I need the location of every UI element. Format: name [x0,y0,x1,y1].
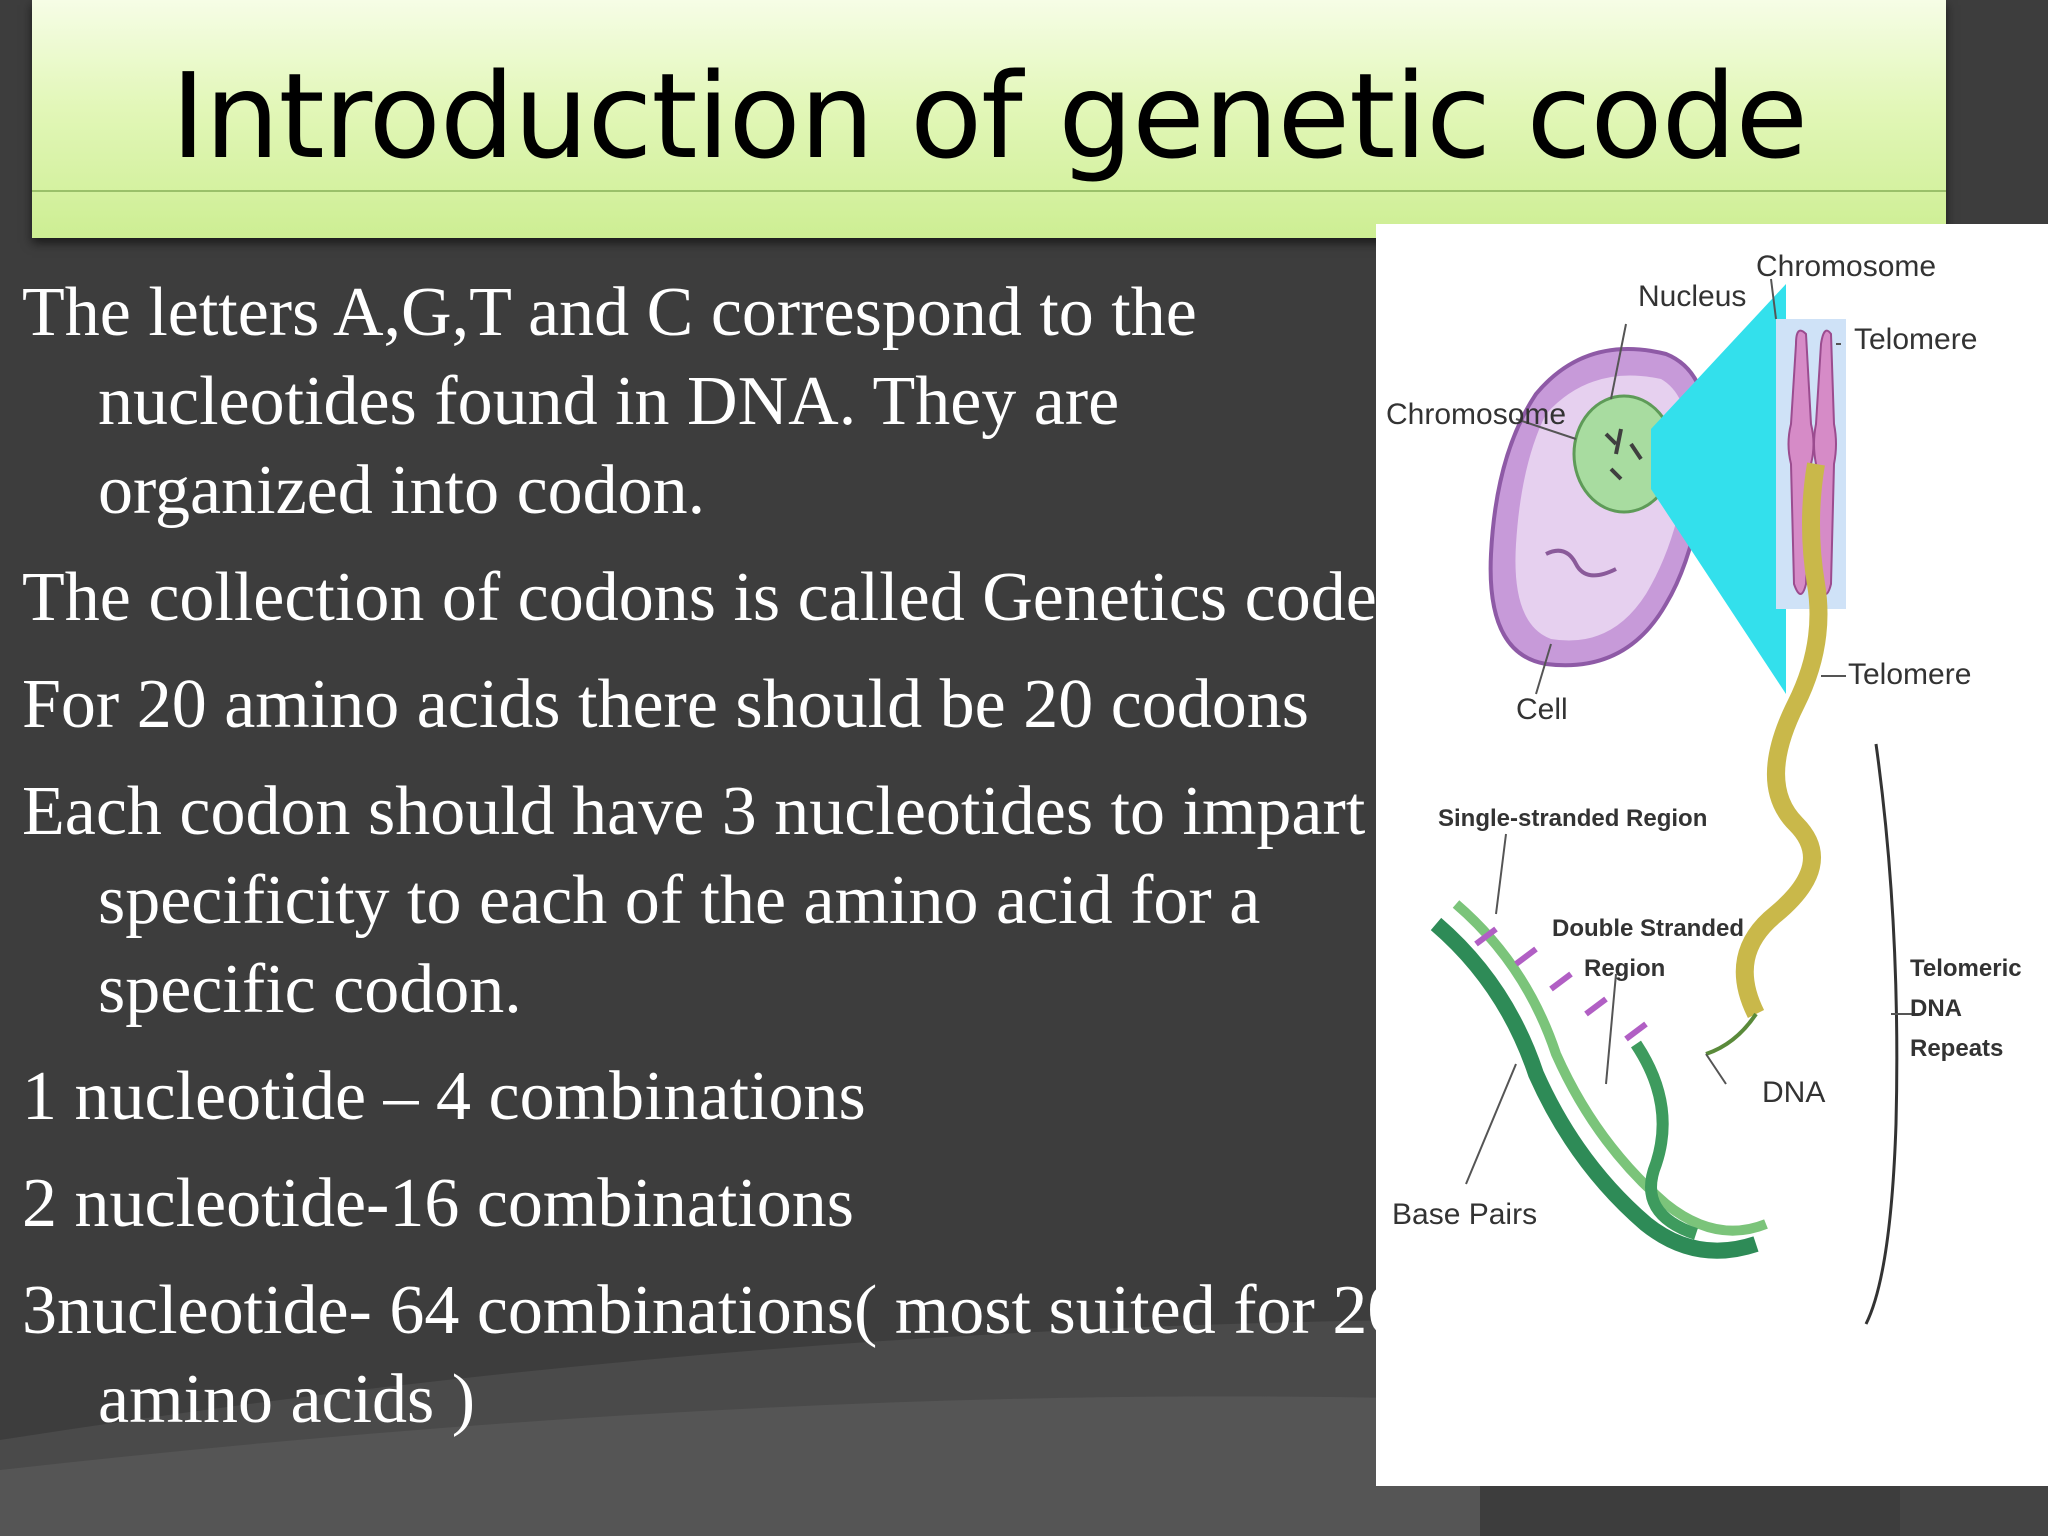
label-telomere-mid: Telomere [1848,658,1971,691]
slide-body: The letters A,G,T and C correspond to th… [22,268,1402,1462]
label-double-stranded-2: Region [1584,955,1665,982]
bullet-4: Each codon should have 3 nucleotides to … [22,773,1366,1028]
label-chromosome-top: Chromosome [1756,250,1936,283]
label-double-stranded-1: Double Stranded [1552,915,1744,942]
zoom-cone [1651,284,1786,694]
bullet-6: 2 nucleotide-16 combinations [22,1165,855,1242]
title-divider [32,190,1946,192]
bullet-5: 1 nucleotide – 4 combinations [22,1058,866,1135]
label-single-stranded: Single-stranded Region [1438,805,1707,832]
bullet-1: The letters A,G,T and C correspond to th… [22,274,1197,529]
bullet-2: The collection of codons is called Genet… [22,559,1395,636]
label-cell: Cell [1516,693,1568,726]
dna-figure: Chromosome Nucleus Telomere Chromosome C… [1376,224,2048,1486]
label-telomeric-2: DNA [1910,995,1962,1022]
bracket [1864,743,1899,1325]
bullet-7: 3nucleotide- 64 combinations( most suite… [22,1272,1403,1438]
label-nucleus: Nucleus [1638,280,1746,313]
label-telomere-top: Telomere [1854,323,1977,356]
telomere-strand [1735,462,1828,1019]
dna-helix [1430,917,1759,1259]
bullet-3: For 20 amino acids there should be 20 co… [22,666,1310,743]
slide-title: Introduction of genetic code [170,47,1808,185]
label-chromosome-left: Chromosome [1386,398,1566,431]
label-dna: DNA [1762,1076,1825,1109]
label-base-pairs: Base Pairs [1392,1198,1537,1231]
dna-diagram: Chromosome Nucleus Telomere Chromosome C… [1386,250,2022,1325]
label-telomeric-1: Telomeric [1910,955,2022,982]
title-bar: Introduction of genetic code [32,0,1946,238]
label-telomeric-3: Repeats [1910,1035,2003,1062]
